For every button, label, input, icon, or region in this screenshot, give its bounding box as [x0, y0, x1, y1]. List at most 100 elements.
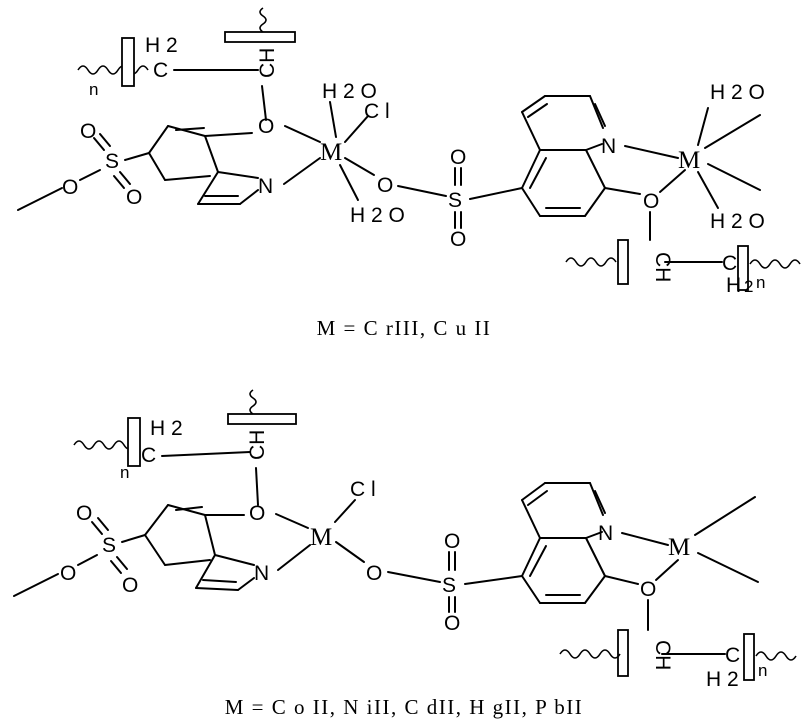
repeat-bracket-right-2 — [737, 245, 749, 291]
wavy-bond-left-bottom — [73, 440, 135, 450]
aqua-ligand-3: H 2 O — [710, 81, 765, 104]
metal-center-2: M — [678, 147, 700, 174]
chloride-ligand: C l — [364, 100, 390, 123]
repeat-bracket-right-b2 — [743, 633, 755, 681]
sulfur-left-b: S — [102, 534, 116, 557]
ch2-carbon-b: C — [141, 444, 156, 467]
wavy-bond-right-d — [755, 651, 797, 661]
n-m-bond — [283, 157, 321, 185]
sulfonyl-oxygen-4-b: O — [444, 612, 460, 635]
repeat-bracket-right-1 — [617, 239, 629, 285]
m-cl-bond-b — [334, 499, 356, 523]
quinoline-left — [148, 125, 259, 205]
o-m-bond-b — [275, 513, 309, 529]
sulfur-left: S — [105, 150, 119, 173]
quinoline-right — [521, 95, 606, 217]
ring-s-bond — [124, 152, 150, 161]
wavy-bond-left-top — [77, 65, 149, 75]
s-o-double-1b-b — [97, 517, 109, 531]
m4-ligand-1 — [694, 496, 756, 536]
o-m-bond — [284, 125, 321, 143]
s-ring-bond-b — [464, 575, 523, 585]
ch2-carbon-right-b: C — [725, 644, 740, 667]
sulfonyl-oxygen-2: O — [126, 186, 142, 209]
aqua-ligand-4: H 2 O — [710, 210, 765, 233]
repeat-n-right: n — [756, 273, 765, 292]
m-o-bridge — [344, 157, 375, 176]
wavy-bond-right-a — [565, 257, 617, 267]
ring-s-bond-b — [121, 534, 146, 543]
ch2-carbon-right: C — [722, 252, 737, 275]
repeat-bracket-right-b1 — [617, 629, 629, 677]
sulfonyl-oxygen-1-b: O — [76, 502, 92, 525]
s-o-double-1b — [99, 133, 111, 147]
s-o-double-2-b — [116, 556, 128, 570]
s-o-single-b — [77, 554, 98, 566]
o-s-bond — [397, 185, 447, 197]
h2-label-right-b: H 2 — [706, 668, 739, 691]
m-h2o-bond — [329, 101, 337, 138]
m2-ligand-2 — [707, 163, 761, 191]
sulfonyl-oxygen-3-b: O — [444, 530, 460, 553]
ch-label: CH — [256, 48, 279, 78]
ring-o-bond — [604, 187, 641, 195]
s-o-double-2b-b — [110, 560, 122, 574]
n-m-bond-b — [277, 544, 311, 571]
phenolic-oxygen: O — [258, 115, 274, 138]
chloride-ligand-b: C l — [350, 478, 376, 501]
s-ring-bond — [469, 187, 523, 200]
sulfur-right-b: S — [442, 574, 456, 597]
ester-oxygen: O — [62, 176, 78, 199]
repeat-bracket-left-b — [127, 417, 141, 467]
s-o-double-2 — [119, 171, 131, 185]
ch-label-b: CH — [246, 430, 269, 460]
quinoline-right-b — [521, 482, 606, 604]
m4-ligand-2 — [697, 552, 759, 583]
wavy-bond-up-bottom — [249, 389, 257, 415]
sulfur-right: S — [448, 189, 462, 212]
quinoline-nitrogen-b: N — [254, 562, 269, 585]
m2-ligand-1 — [704, 114, 761, 149]
h-label-right: H — [726, 274, 741, 297]
c-o-bond-b — [255, 467, 259, 506]
m-cl-bond — [344, 115, 369, 143]
m2-h2o-bond-2 — [697, 171, 719, 209]
ch2-carbon: C — [153, 59, 168, 82]
top-structure: n H 2 C CH O N S O — [17, 7, 801, 340]
m-h2o-bond-2 — [339, 164, 359, 201]
metal-center-1: M — [320, 139, 342, 166]
quinoline-nitrogen-right-b: N — [598, 522, 613, 545]
m2-h2o-bond — [697, 107, 709, 146]
sub2-right: 2 — [744, 277, 753, 296]
s-o-double-1-b — [91, 521, 103, 535]
bridge-oxygen: O — [377, 174, 393, 197]
aqua-ligand-1: H 2 O — [322, 80, 377, 103]
m-o-bridge-b — [335, 541, 365, 563]
aqua-ligand-2: H 2 O — [350, 204, 405, 227]
repeat-bracket-left — [121, 37, 135, 87]
quinoline-nitrogen-right: N — [601, 135, 616, 158]
methyl-bond — [17, 187, 63, 211]
phenolic-oxygen-right-b: O — [640, 578, 656, 601]
sulfonyl-oxygen-1: O — [80, 120, 96, 143]
ch-label-right-b: CH — [651, 640, 674, 670]
h2-label: H 2 — [145, 34, 178, 57]
repeat-n-b: n — [120, 463, 129, 482]
metal-center-4: M — [668, 534, 690, 561]
repeat-bracket-top — [224, 31, 296, 43]
caption-top: M = C rIII, C u II — [317, 316, 492, 340]
wavy-bond-right-b — [749, 259, 801, 269]
sulfonyl-oxygen-3: O — [450, 146, 466, 169]
wavy-bond-up-top — [259, 7, 267, 33]
ester-oxygen-b: O — [60, 562, 76, 585]
repeat-bracket-top-b — [227, 413, 297, 425]
o-s-bond-b — [387, 571, 441, 583]
s-o-double-2b — [113, 175, 125, 189]
ch-label-right: CH — [651, 252, 674, 282]
n-m4-bond — [621, 532, 669, 546]
s-o-single — [79, 169, 101, 181]
sulfonyl-oxygen-4: O — [450, 228, 466, 251]
o-m4-bond — [655, 559, 679, 581]
